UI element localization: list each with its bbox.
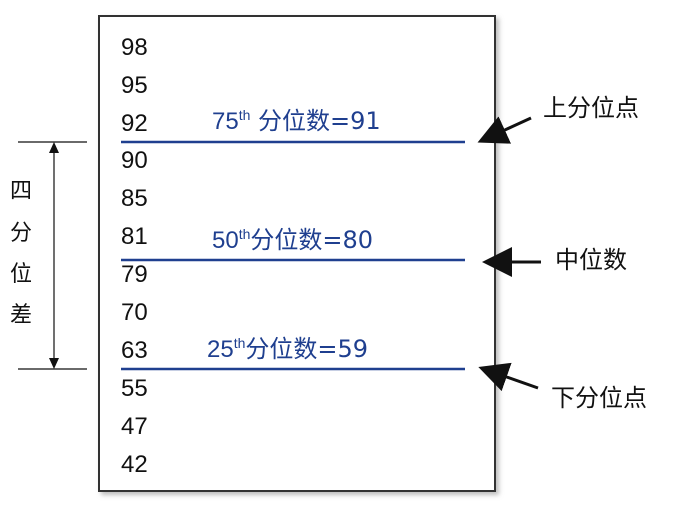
quartile-text: 分位数=80 [250, 226, 373, 254]
value-item: 55 [121, 375, 148, 402]
value-item: 85 [121, 185, 148, 212]
quartile-text: 分位数=59 [245, 335, 368, 363]
range-label-char: 四 [10, 179, 32, 204]
quartile-number: 50 [212, 227, 239, 254]
sorted-values-list: 98 95 92 90 85 81 79 70 63 55 47 42 [121, 34, 148, 478]
value-item: 70 [121, 299, 148, 326]
quartile-number: 25 [207, 336, 234, 363]
quartile-superscript: th [239, 226, 251, 242]
range-up-arrow-icon [49, 142, 59, 153]
range-label-char: 位 [10, 262, 32, 287]
quartile-label: 50th分位数=80 [212, 226, 373, 254]
value-item: 95 [121, 72, 148, 99]
quartile-text: 分位数=91 [250, 107, 380, 135]
value-item: 47 [121, 413, 148, 440]
quartile-marker-50: 50th分位数=80 中位数 [121, 226, 627, 277]
range-label-char: 差 [10, 303, 32, 328]
quartile-superscript: th [234, 335, 246, 351]
side-arrow-icon [477, 116, 532, 144]
sorted-values-box [98, 15, 496, 492]
quartile-label: 25th分位数=59 [207, 335, 368, 363]
value-item: 63 [121, 337, 148, 364]
range-bracket [18, 141, 87, 370]
value-item: 90 [121, 147, 148, 174]
value-item: 79 [121, 261, 148, 288]
side-arrow-icon [478, 362, 539, 392]
quartile-marker-75: 75th 分位数=91 上分位点 [121, 94, 639, 144]
side-label: 上分位点 [543, 94, 639, 122]
value-item: 81 [121, 223, 148, 250]
value-item: 42 [121, 451, 148, 478]
range-down-arrow-icon [49, 358, 59, 369]
quartile-marker-25: 25th分位数=59 下分位点 [121, 335, 647, 412]
value-item: 98 [121, 34, 148, 61]
side-label: 中位数 [555, 246, 627, 274]
quartile-number: 75 [212, 108, 239, 135]
side-label: 下分位点 [551, 384, 647, 412]
quartile-superscript: th [239, 107, 251, 123]
range-label-char: 分 [10, 221, 32, 246]
value-item: 92 [121, 110, 148, 137]
quartile-label: 75th 分位数=91 [212, 107, 381, 135]
